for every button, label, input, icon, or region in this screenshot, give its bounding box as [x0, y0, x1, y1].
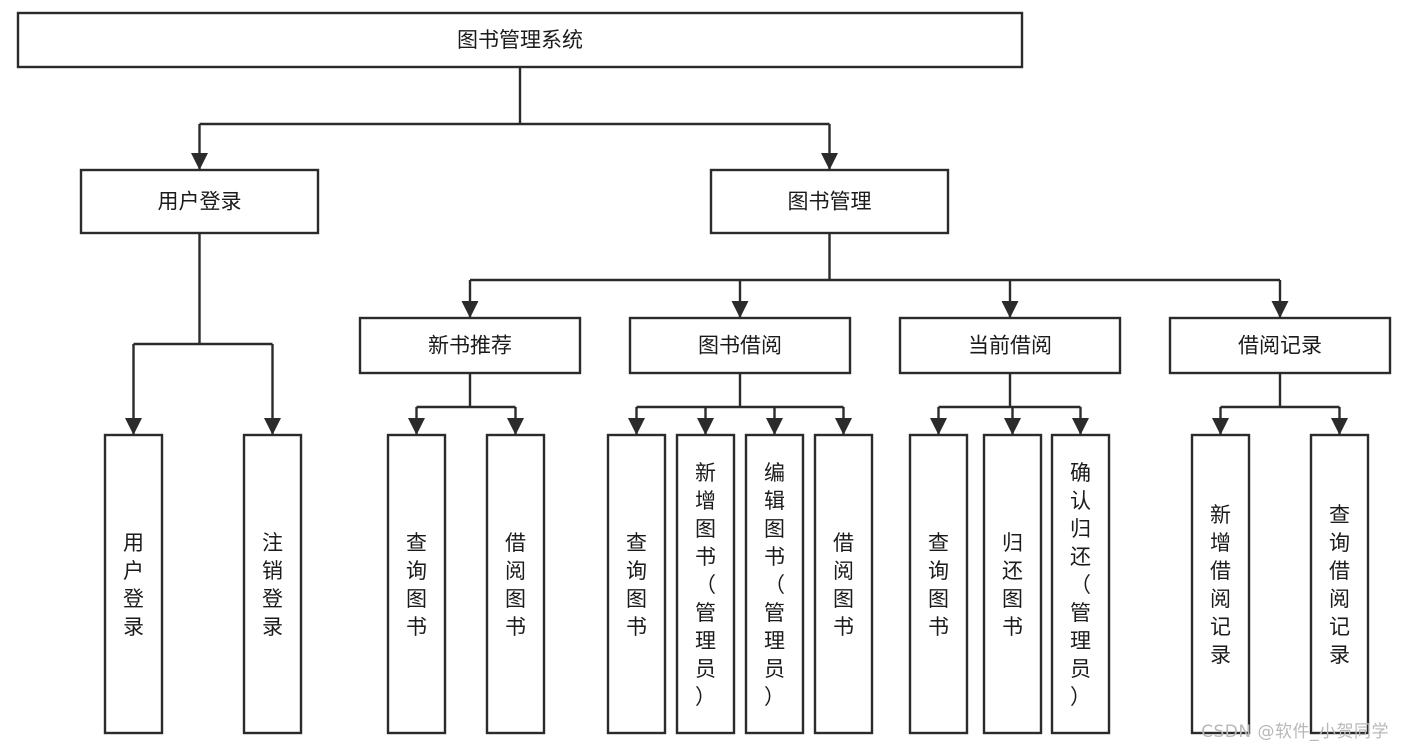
arrow-head-icon — [697, 418, 714, 435]
node-leaf-user-login[interactable]: 用户登录 — [103, 433, 164, 735]
node-leaf-query-record-label: 查询借阅记录 — [1329, 503, 1350, 667]
arrow-head-icon — [731, 301, 749, 318]
node-book-borrow-label: 图书借阅 — [698, 334, 782, 358]
node-leaf-edit-book-label: 编辑图书（管理员） — [764, 461, 785, 709]
arrow-head-icon — [628, 418, 645, 435]
arrow-head-icon — [191, 153, 208, 170]
arrow-head-icon — [1072, 418, 1089, 435]
node-new-book-rec-box[interactable] — [358, 316, 582, 375]
node-leaf-borrow-book-2-box[interactable] — [813, 433, 874, 735]
node-leaf-logout-box[interactable] — [242, 433, 303, 735]
node-leaf-query-book-3-box[interactable] — [908, 433, 969, 735]
node-leaf-return-book[interactable]: 归还图书 — [982, 433, 1043, 735]
node-leaf-borrow-book-1-box[interactable] — [485, 433, 546, 735]
node-leaf-borrow-book-2-label: 借阅图书 — [833, 531, 854, 639]
node-leaf-return-book-box[interactable] — [982, 433, 1043, 735]
node-leaf-query-book-1-box[interactable] — [386, 433, 447, 735]
node-leaf-borrow-book-2[interactable]: 借阅图书 — [813, 433, 874, 735]
node-leaf-borrow-book-1-label: 借阅图书 — [505, 531, 526, 639]
node-borrow-record[interactable]: 借阅记录 — [1168, 316, 1392, 375]
node-leaf-query-book-2[interactable]: 查询图书 — [606, 433, 667, 735]
node-user-login-box[interactable] — [79, 168, 320, 235]
node-user-login[interactable]: 用户登录 — [79, 168, 320, 235]
node-leaf-add-book[interactable]: 新增图书（管理员） — [675, 433, 736, 735]
arrow-head-icon — [835, 418, 852, 435]
arrow-head-icon — [507, 418, 524, 435]
node-root[interactable]: 图书管理系统 — [16, 11, 1024, 69]
node-leaf-add-book-label: 新增图书（管理员） — [695, 461, 716, 709]
arrow-head-icon — [1331, 418, 1348, 435]
node-book-manage-box[interactable] — [709, 168, 950, 235]
node-leaf-confirm-return-box[interactable] — [1050, 433, 1111, 735]
node-leaf-query-book-2-box[interactable] — [606, 433, 667, 735]
node-leaf-query-book-3-label: 查询图书 — [928, 531, 949, 639]
node-leaf-edit-book-box[interactable] — [744, 433, 805, 735]
node-borrow-record-box[interactable] — [1168, 316, 1392, 375]
node-layer: 图书管理系统用户登录图书管理新书推荐图书借阅当前借阅借阅记录用户登录注销登录查询… — [16, 11, 1392, 735]
node-leaf-edit-book[interactable]: 编辑图书（管理员） — [744, 433, 805, 735]
arrow-head-icon — [1212, 418, 1229, 435]
arrow-head-icon — [1001, 301, 1019, 318]
node-leaf-add-record-label: 新增借阅记录 — [1210, 503, 1231, 667]
node-leaf-query-book-3[interactable]: 查询图书 — [908, 433, 969, 735]
node-new-book-rec-label: 新书推荐 — [428, 334, 512, 358]
arrow-head-icon — [930, 418, 947, 435]
node-root-label: 图书管理系统 — [457, 28, 583, 52]
node-leaf-borrow-book-1[interactable]: 借阅图书 — [485, 433, 546, 735]
arrow-head-icon — [264, 418, 281, 435]
node-book-manage-label: 图书管理 — [788, 190, 872, 214]
node-book-borrow-box[interactable] — [628, 316, 852, 375]
arrow-head-icon — [125, 418, 142, 435]
node-leaf-confirm-return-label: 确认归还（管理员） — [1070, 461, 1091, 709]
arrow-head-icon — [461, 301, 479, 318]
watermark-text: CSDN @软件_小贺同学 — [1201, 722, 1389, 742]
node-borrow-record-label: 借阅记录 — [1238, 334, 1322, 358]
node-leaf-add-book-box[interactable] — [675, 433, 736, 735]
node-leaf-add-record-box[interactable] — [1190, 433, 1251, 735]
node-leaf-query-book-2-label: 查询图书 — [626, 531, 647, 639]
arrow-head-icon — [821, 153, 838, 170]
connector-layer — [125, 67, 1348, 435]
arrow-head-icon — [1271, 301, 1289, 318]
node-leaf-query-record[interactable]: 查询借阅记录 — [1309, 433, 1370, 735]
node-leaf-return-book-label: 归还图书 — [1002, 531, 1023, 639]
node-leaf-user-login-label: 用户登录 — [123, 531, 144, 639]
node-leaf-add-record[interactable]: 新增借阅记录 — [1190, 433, 1251, 735]
node-root-box[interactable] — [16, 11, 1024, 69]
node-leaf-logout-label: 注销登录 — [262, 531, 283, 639]
node-user-login-label: 用户登录 — [158, 190, 242, 214]
arrow-head-icon — [766, 418, 783, 435]
node-leaf-query-record-box[interactable] — [1309, 433, 1370, 735]
node-leaf-query-book-1-label: 查询图书 — [406, 531, 427, 639]
node-book-manage[interactable]: 图书管理 — [709, 168, 950, 235]
node-leaf-logout[interactable]: 注销登录 — [242, 433, 303, 735]
arrow-head-icon — [408, 418, 425, 435]
node-current-borrow[interactable]: 当前借阅 — [898, 316, 1122, 375]
node-current-borrow-label: 当前借阅 — [968, 334, 1052, 358]
node-leaf-confirm-return[interactable]: 确认归还（管理员） — [1050, 433, 1111, 735]
node-new-book-rec[interactable]: 新书推荐 — [358, 316, 582, 375]
node-book-borrow[interactable]: 图书借阅 — [628, 316, 852, 375]
node-leaf-query-book-1[interactable]: 查询图书 — [386, 433, 447, 735]
arrow-head-icon — [1004, 418, 1021, 435]
node-leaf-user-login-box[interactable] — [103, 433, 164, 735]
node-current-borrow-box[interactable] — [898, 316, 1122, 375]
